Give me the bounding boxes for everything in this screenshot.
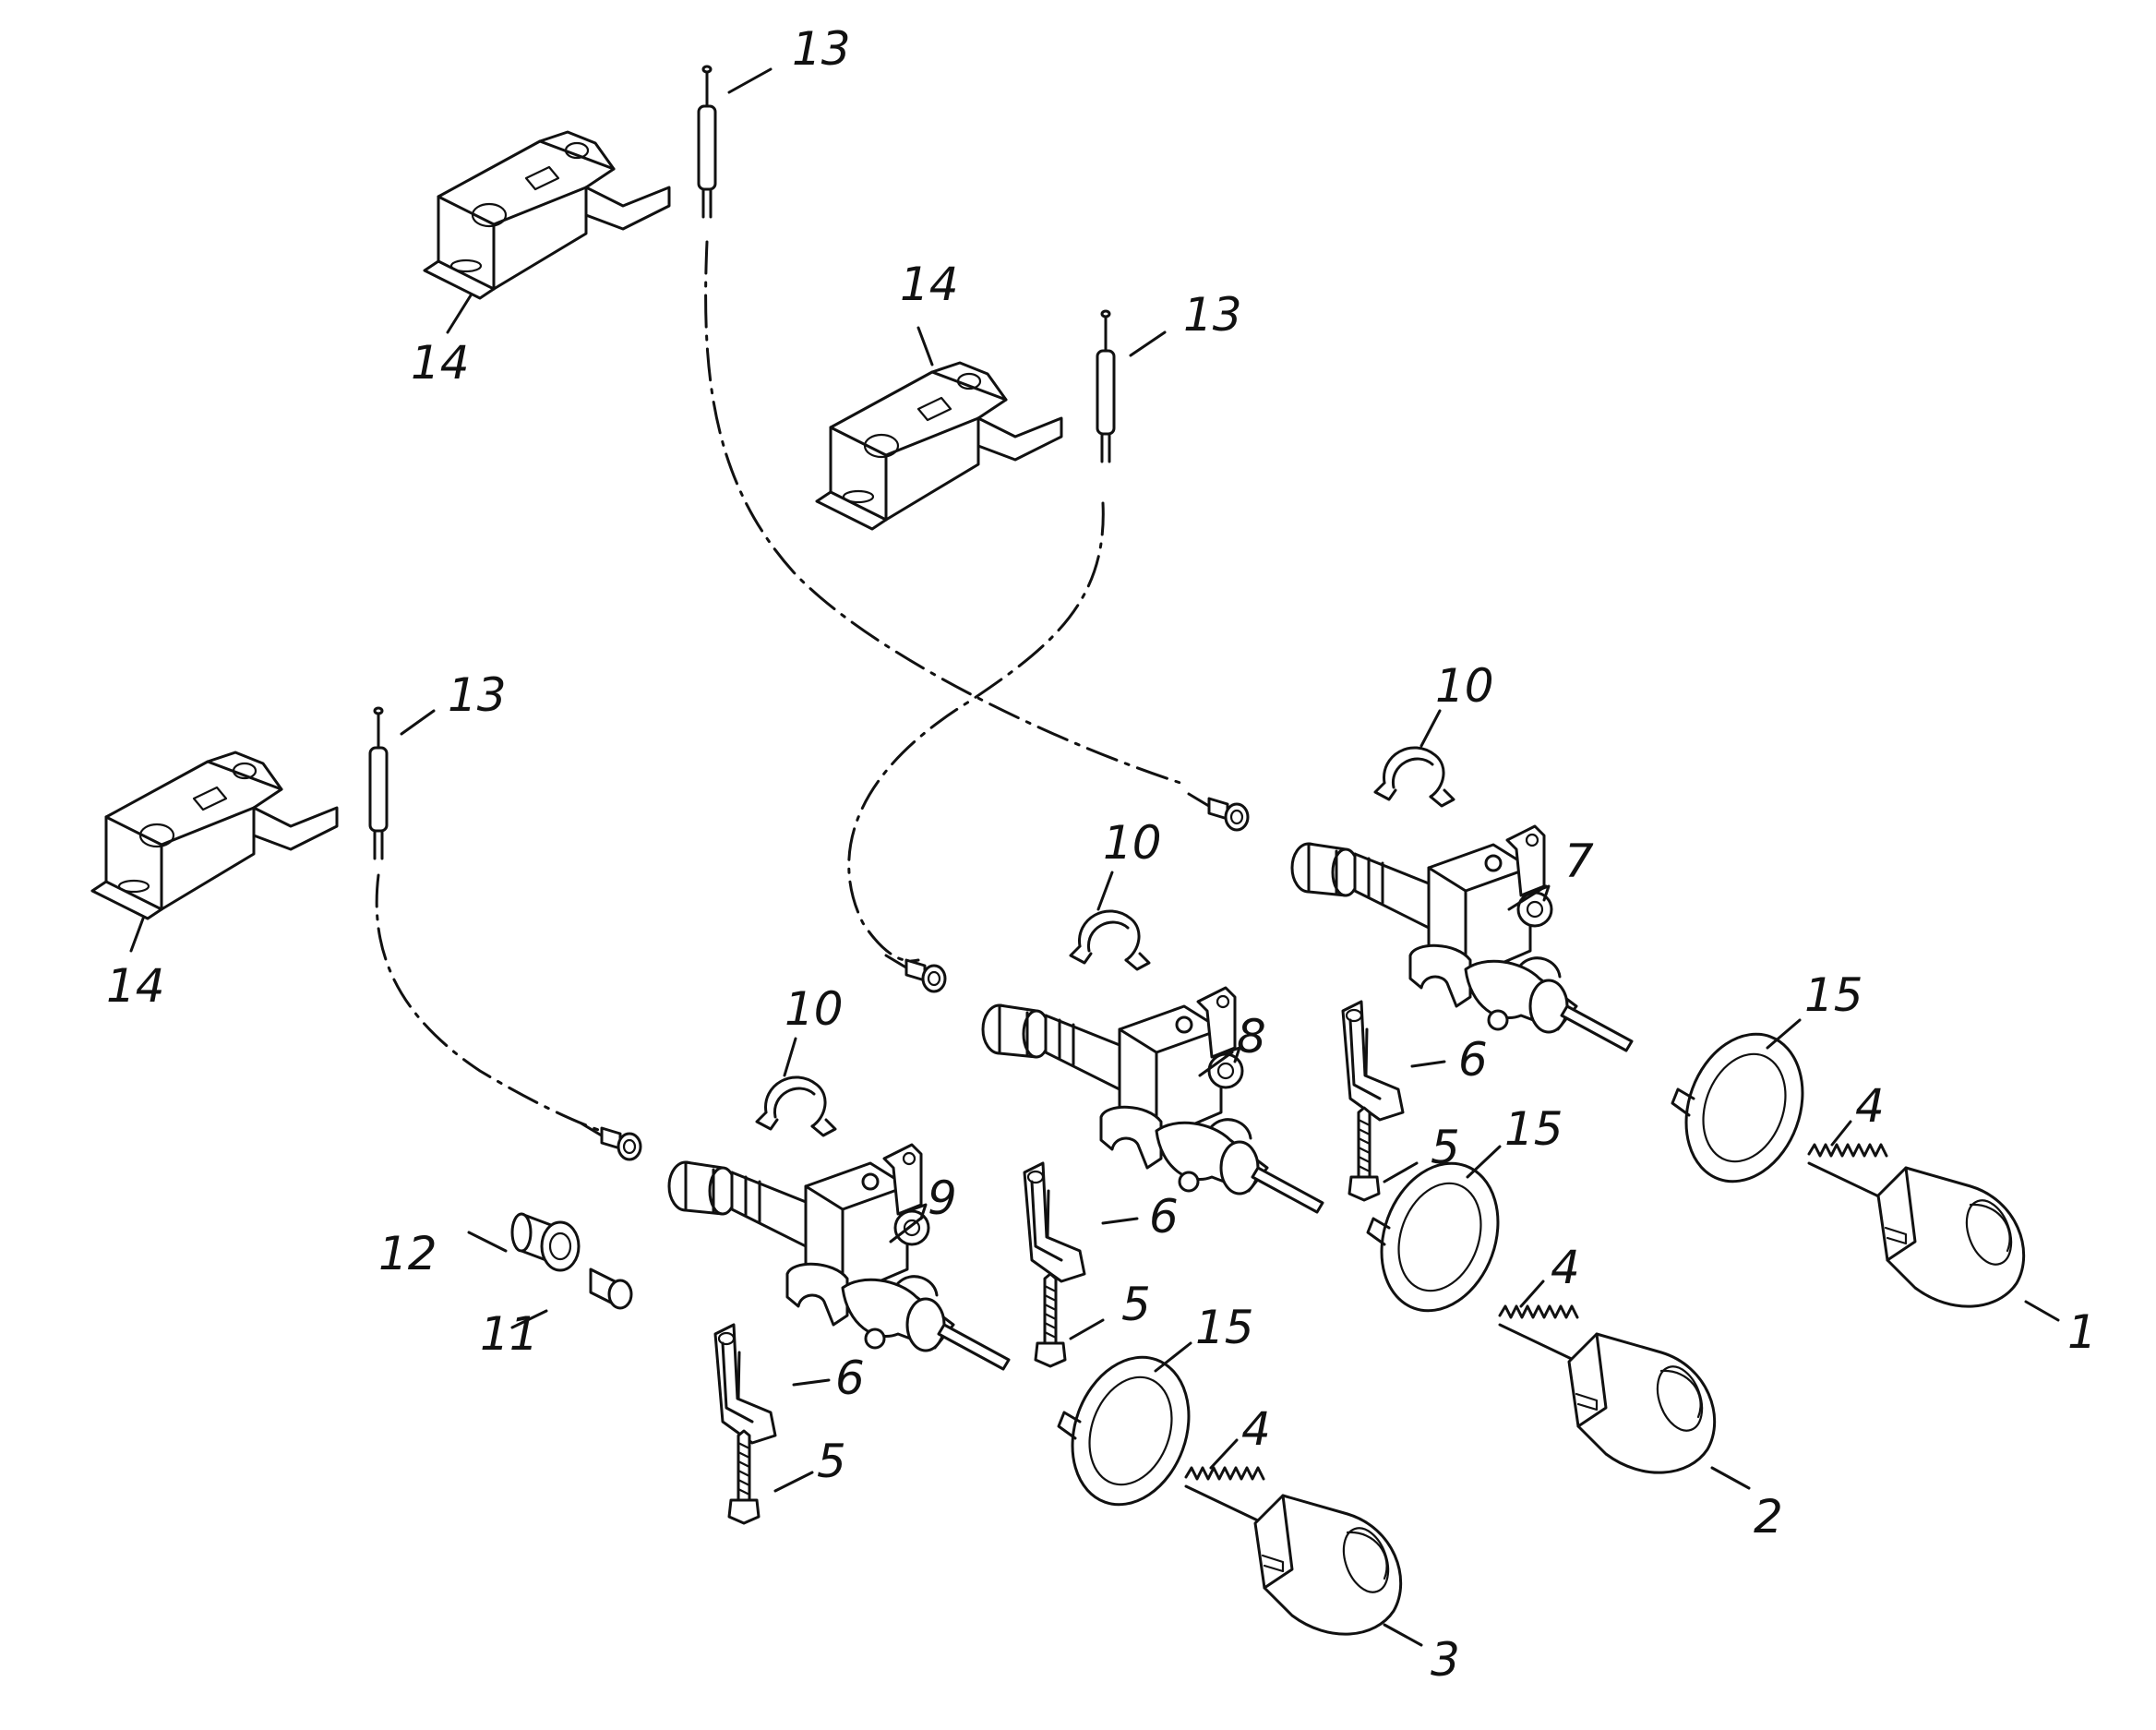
mounting-bracket-left [90, 751, 339, 920]
label-11: 11 [480, 1307, 539, 1361]
label-5-middle: 5 [1121, 1278, 1151, 1331]
fitting-nut-left [580, 1122, 642, 1161]
label-12: 12 [378, 1227, 437, 1280]
l-bracket-right [1341, 1000, 1405, 1122]
screw-right [1348, 1106, 1381, 1202]
label-4-middle: 4 [1551, 1241, 1580, 1294]
spring-1 [1807, 1143, 1888, 1202]
spring-3 [1184, 1466, 1265, 1525]
label-3: 3 [1431, 1633, 1460, 1687]
leader-lines [129, 67, 2060, 1647]
thermocouple-probe-middle [1096, 309, 1116, 463]
label-13-left: 13 [448, 668, 507, 722]
fitting-nut-right [1187, 792, 1250, 832]
label-5-left: 5 [817, 1435, 846, 1488]
label-10-middle: 10 [1103, 816, 1162, 870]
label-14-middle: 14 [900, 258, 959, 311]
l-bracket-middle [1023, 1161, 1086, 1283]
label-4-right: 4 [1855, 1079, 1885, 1133]
cable-middle [847, 501, 1105, 963]
mounting-bracket-top [423, 130, 671, 300]
label-15-middle: 15 [1504, 1102, 1563, 1156]
label-1: 1 [2067, 1305, 2097, 1359]
control-knob-1 [1876, 1166, 2026, 1308]
label-13-top: 13 [792, 22, 851, 76]
ring-washer-1 [1665, 1015, 1824, 1200]
control-knob-2 [1567, 1332, 1717, 1474]
fitting-12 [510, 1212, 581, 1272]
fitting-11 [589, 1267, 633, 1310]
label-15-right: 15 [1804, 968, 1863, 1022]
label-10-right: 10 [1435, 659, 1494, 713]
screw-left [727, 1429, 761, 1525]
thermocouple-probe-left [368, 706, 389, 860]
spring-2 [1498, 1304, 1579, 1364]
label-4-left: 4 [1241, 1402, 1271, 1456]
label-6-right: 6 [1458, 1033, 1488, 1087]
clip-left [755, 1075, 837, 1137]
label-9: 9 [928, 1171, 957, 1225]
reference-numerals: 13 13 13 14 14 14 10 10 10 7 8 9 6 6 6 5… [106, 22, 2097, 1687]
label-13-middle: 13 [1183, 288, 1242, 342]
clip-middle [1069, 909, 1151, 971]
label-14-left: 14 [106, 959, 165, 1013]
label-15-left: 15 [1195, 1301, 1254, 1354]
ring-washer-3 [1051, 1339, 1210, 1523]
label-6-middle: 6 [1149, 1190, 1179, 1243]
label-7: 7 [1564, 835, 1594, 888]
thermocouple-probe-top [697, 65, 717, 219]
mounting-bracket-middle [815, 361, 1063, 531]
control-knob-3 [1253, 1494, 1403, 1636]
cable-left [375, 873, 611, 1135]
clip-right [1373, 746, 1455, 808]
label-8: 8 [1237, 1010, 1266, 1063]
label-6-left: 6 [835, 1352, 865, 1405]
l-bracket-left [713, 1323, 777, 1445]
label-14-top: 14 [411, 336, 470, 390]
cable-top-right [704, 240, 1188, 787]
label-10-left: 10 [785, 982, 844, 1036]
screw-middle [1034, 1272, 1067, 1368]
label-5-right: 5 [1431, 1121, 1460, 1174]
label-2: 2 [1754, 1490, 1783, 1544]
